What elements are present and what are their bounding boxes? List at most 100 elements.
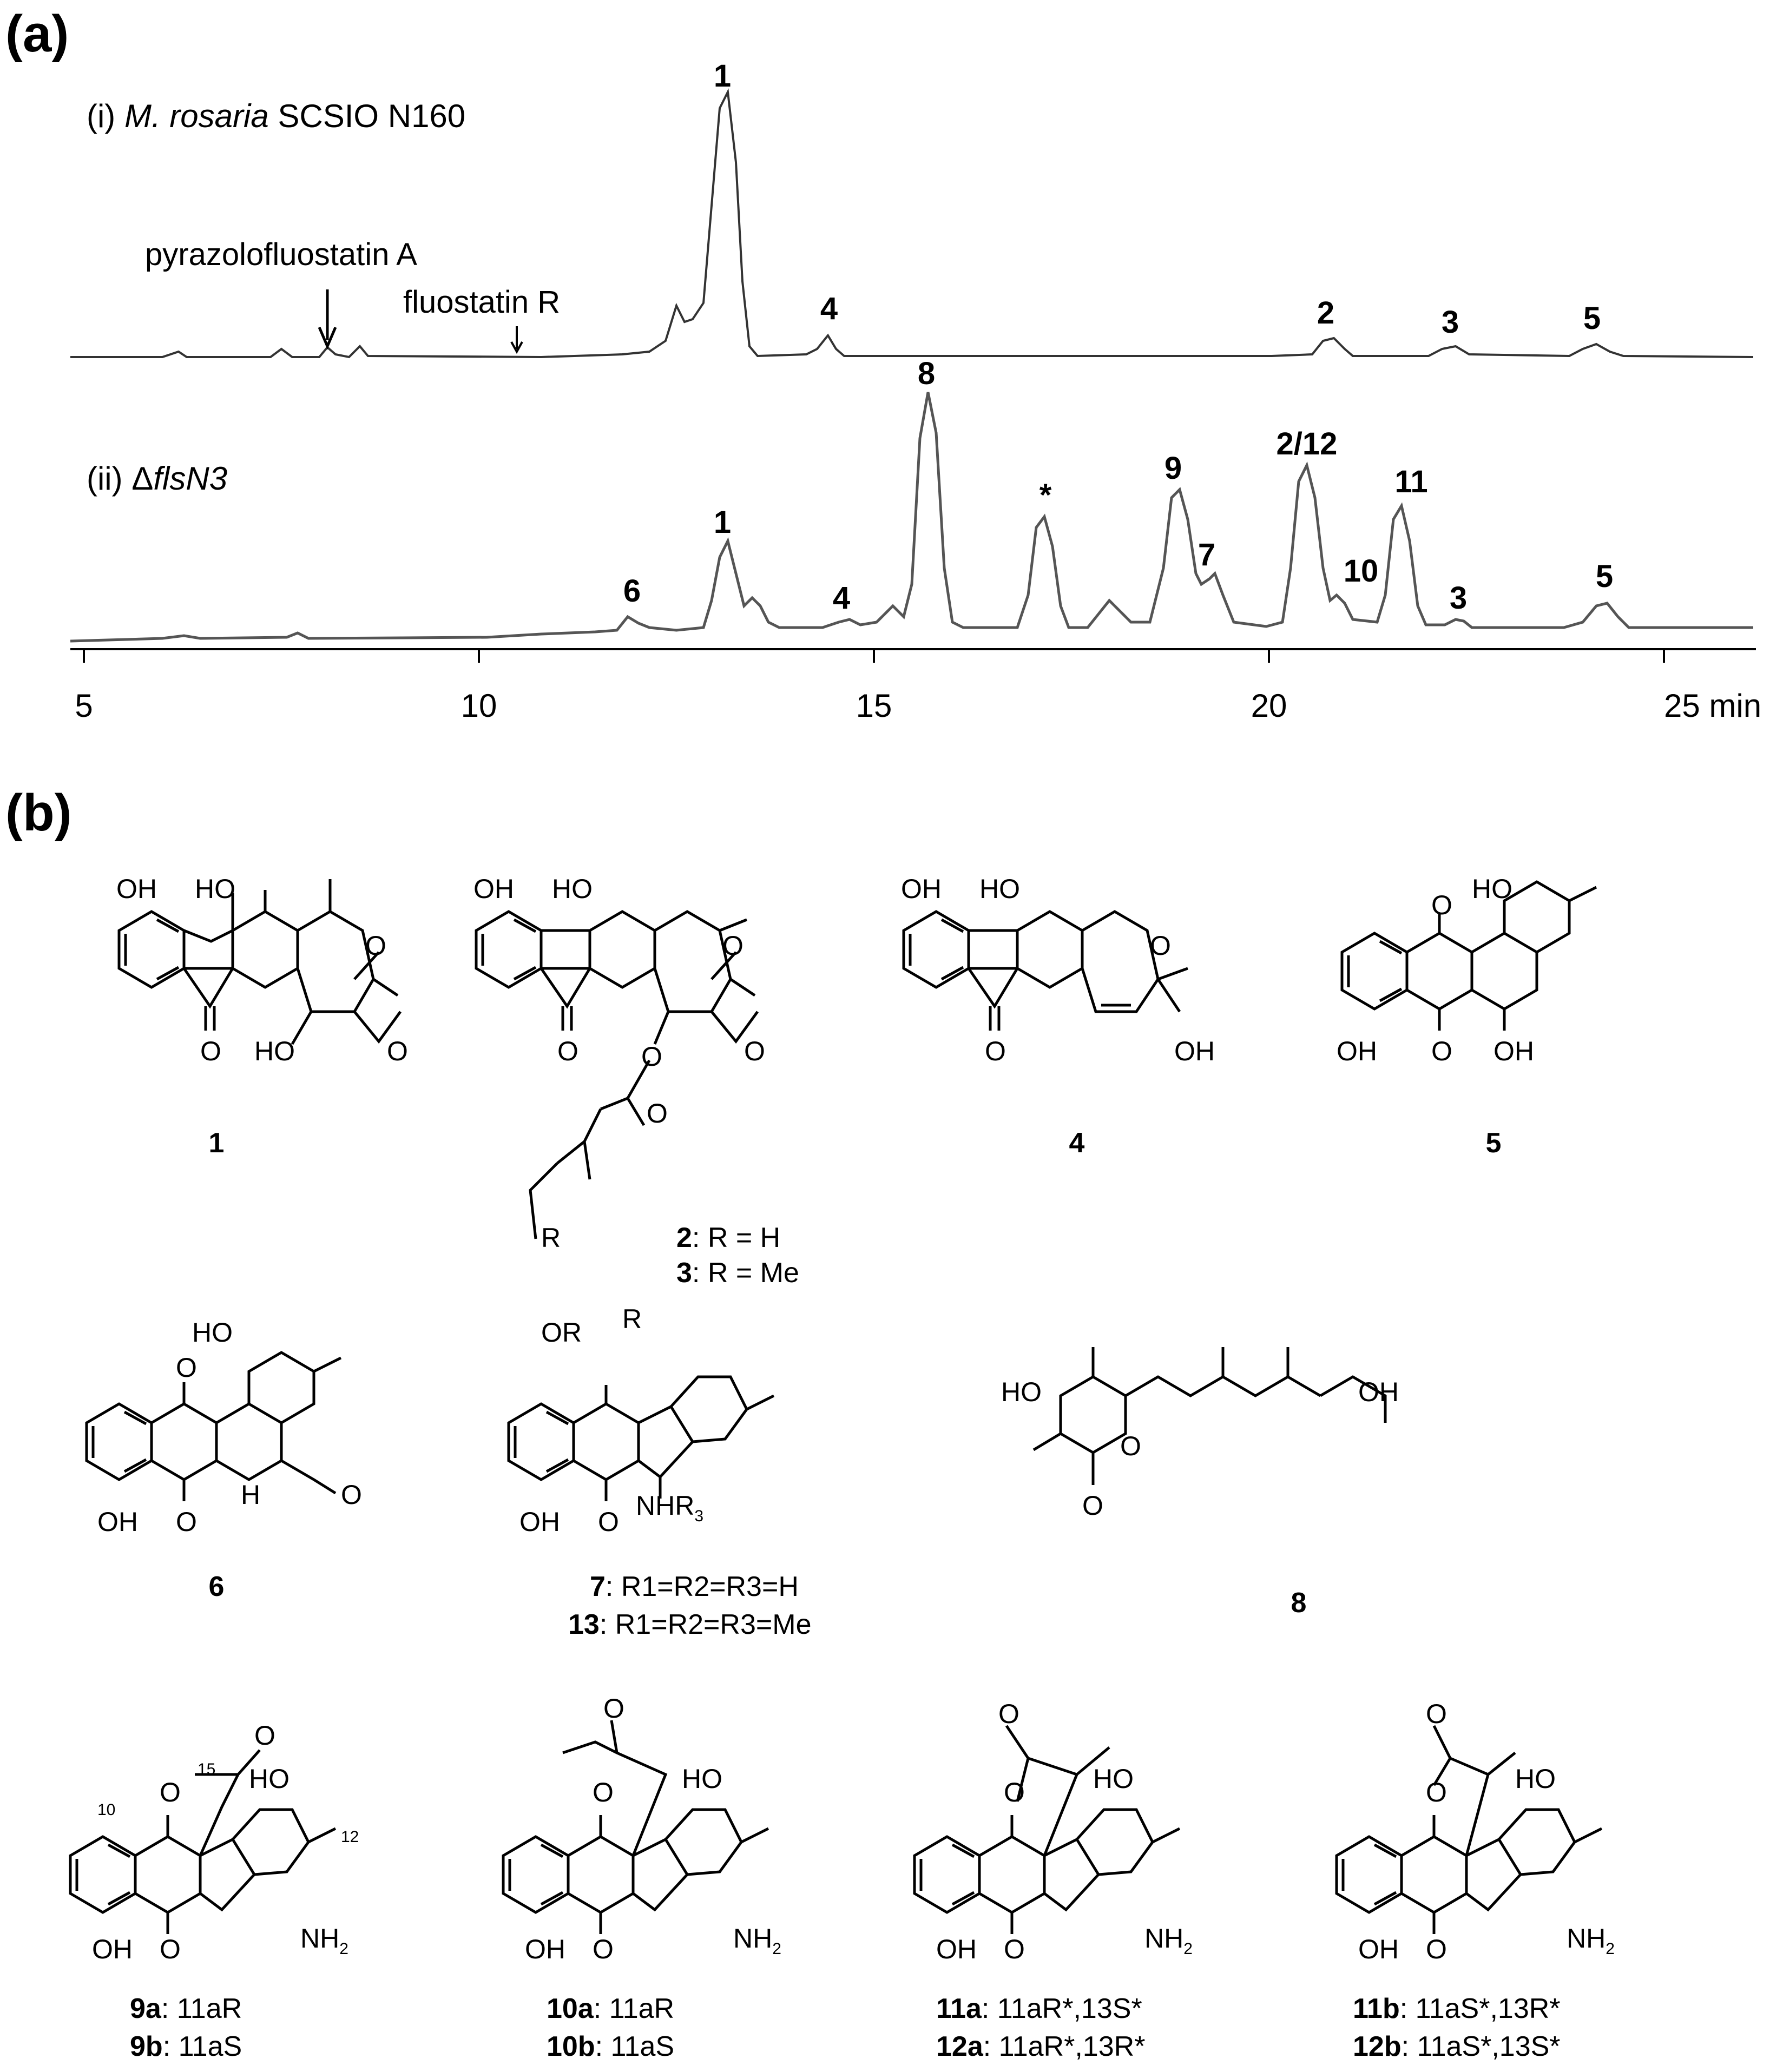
structure-5	[1340, 880, 1597, 1031]
atom-label: OH	[1337, 1036, 1377, 1066]
panel-b-label: (b)	[5, 784, 72, 842]
atom-label: O	[744, 1036, 765, 1066]
atom-label: O	[1426, 1699, 1447, 1729]
compound-caption-10b: 10b: 11aS	[547, 2031, 674, 2062]
atom-label: OH	[901, 874, 942, 904]
atom-label: O	[641, 1041, 662, 1072]
compound-caption-12a: 12a: 11aR*,13R*	[936, 2031, 1145, 2062]
peak-label: 8	[918, 356, 935, 391]
atom-label: O	[722, 931, 744, 961]
atom-label: O	[557, 1036, 578, 1066]
peak-label: 3	[1442, 305, 1459, 340]
peak-label: 5	[1596, 559, 1613, 594]
compound-caption-9b: 9b: 11aS	[130, 2031, 242, 2062]
atom-label: O	[1150, 931, 1171, 961]
structure-9	[69, 1749, 337, 1934]
trace-i-label: (i) M. rosaria SCSIO N160	[87, 98, 465, 134]
atom-label: HO	[1093, 1764, 1134, 1794]
atom-label: O	[985, 1036, 1006, 1066]
compound-label: 8	[1291, 1587, 1307, 1619]
arrowhead	[510, 341, 523, 354]
compound-caption-3: 3: R = Me	[676, 1257, 799, 1289]
atom-label: NHR3	[636, 1490, 703, 1525]
atom-label: HO	[195, 874, 235, 904]
atom-label: O	[176, 1352, 197, 1383]
atom-number: 10	[97, 1801, 115, 1819]
compound-caption-7: 7: R1=R2=R3=H	[590, 1571, 799, 1602]
atom-label: O	[1431, 890, 1452, 920]
x-tick-label: 5	[75, 688, 93, 724]
compound-caption-2: 2: R = H	[676, 1222, 780, 1253]
atom-label: O	[1426, 1777, 1447, 1807]
compound-label: 6	[209, 1571, 225, 1602]
compound-caption-10a: 10a: 11aR	[547, 1993, 674, 2024]
atom-label: OH	[1358, 1377, 1399, 1407]
atom-label: O	[365, 931, 386, 961]
atom-label: O	[1431, 1036, 1452, 1066]
atom-label: NH2	[733, 1923, 781, 1958]
atom-label: HO	[1472, 874, 1512, 904]
peak-label: 2	[1317, 295, 1334, 331]
structure-11	[913, 1725, 1181, 1934]
trace-ii-label: (ii) ΔflsN3	[87, 460, 227, 497]
atom-label: OR	[541, 1317, 582, 1348]
atom-label: O	[1004, 1934, 1025, 1964]
panel-a-label: (a)	[5, 5, 69, 63]
trace-ii-line	[70, 392, 1753, 643]
atom-label: O	[1120, 1431, 1141, 1461]
atom-label: HO	[249, 1764, 290, 1794]
structure-7	[507, 1375, 775, 1501]
compound-caption-9a: 9a: 11aR	[130, 1993, 242, 2024]
structure-12	[1335, 1725, 1603, 1934]
atom-label: HO	[1515, 1764, 1556, 1794]
x-tick-label: 20	[1251, 688, 1287, 724]
peak-label: 4	[820, 291, 838, 326]
atom-label: O	[387, 1036, 408, 1066]
atom-label: NH2	[300, 1923, 348, 1958]
compound-caption-13: 13: R1=R2=R3=Me	[568, 1609, 812, 1640]
atom-label: OH	[936, 1934, 977, 1964]
atom-label: O	[1082, 1490, 1103, 1521]
peak-label: 2/12	[1277, 426, 1338, 461]
atom-label: H	[241, 1480, 260, 1510]
peak-label: 9	[1164, 451, 1182, 486]
atom-label: O	[593, 1934, 614, 1964]
atom-label: R	[541, 1223, 561, 1253]
structure-6	[85, 1351, 342, 1501]
atom-label: OH	[1174, 1036, 1215, 1066]
peak-label: 10	[1344, 553, 1379, 589]
structure-4	[902, 910, 1188, 1031]
atom-label: OH	[116, 874, 157, 904]
atom-number: 15	[198, 1760, 215, 1778]
peak-label: 11	[1394, 464, 1427, 499]
atom-label: R	[622, 1304, 642, 1334]
atom-label: HO	[552, 874, 593, 904]
compound-label: 4	[1069, 1127, 1085, 1159]
atom-label: HO	[192, 1317, 233, 1348]
structure-2	[475, 910, 759, 1239]
annotation-pyrazolofluostatin: pyrazolofluostatin A	[145, 237, 417, 272]
atom-label: OH	[92, 1934, 133, 1964]
atom-label: O	[593, 1777, 614, 1807]
compound-label: 1	[209, 1127, 225, 1159]
atom-label: O	[647, 1098, 668, 1129]
atom-label: O	[1004, 1777, 1025, 1807]
atom-label: O	[160, 1777, 181, 1807]
atom-label: O	[254, 1720, 275, 1751]
structure-8	[1032, 1347, 1387, 1485]
atom-label: O	[160, 1934, 181, 1964]
compound-caption-11b: 11b: 11aS*,13R*	[1353, 1993, 1561, 2024]
compound-caption-12b: 12b: 11aS*,13S*	[1353, 2031, 1561, 2062]
arrowhead	[318, 327, 337, 350]
peak-label: 1	[714, 505, 731, 540]
peak-label: 7	[1198, 537, 1215, 572]
x-tick-label: 25 min	[1664, 688, 1761, 724]
compound-caption-11a: 11a: 11aR*,13S*	[936, 1993, 1142, 2024]
annotation-fluostatin-r: fluostatin R	[403, 285, 560, 320]
structure-1	[117, 879, 402, 1045]
atom-label: HO	[1001, 1377, 1042, 1407]
atom-label: OH	[525, 1934, 565, 1964]
peak-label: 4	[833, 580, 850, 616]
atom-label: O	[598, 1507, 619, 1537]
